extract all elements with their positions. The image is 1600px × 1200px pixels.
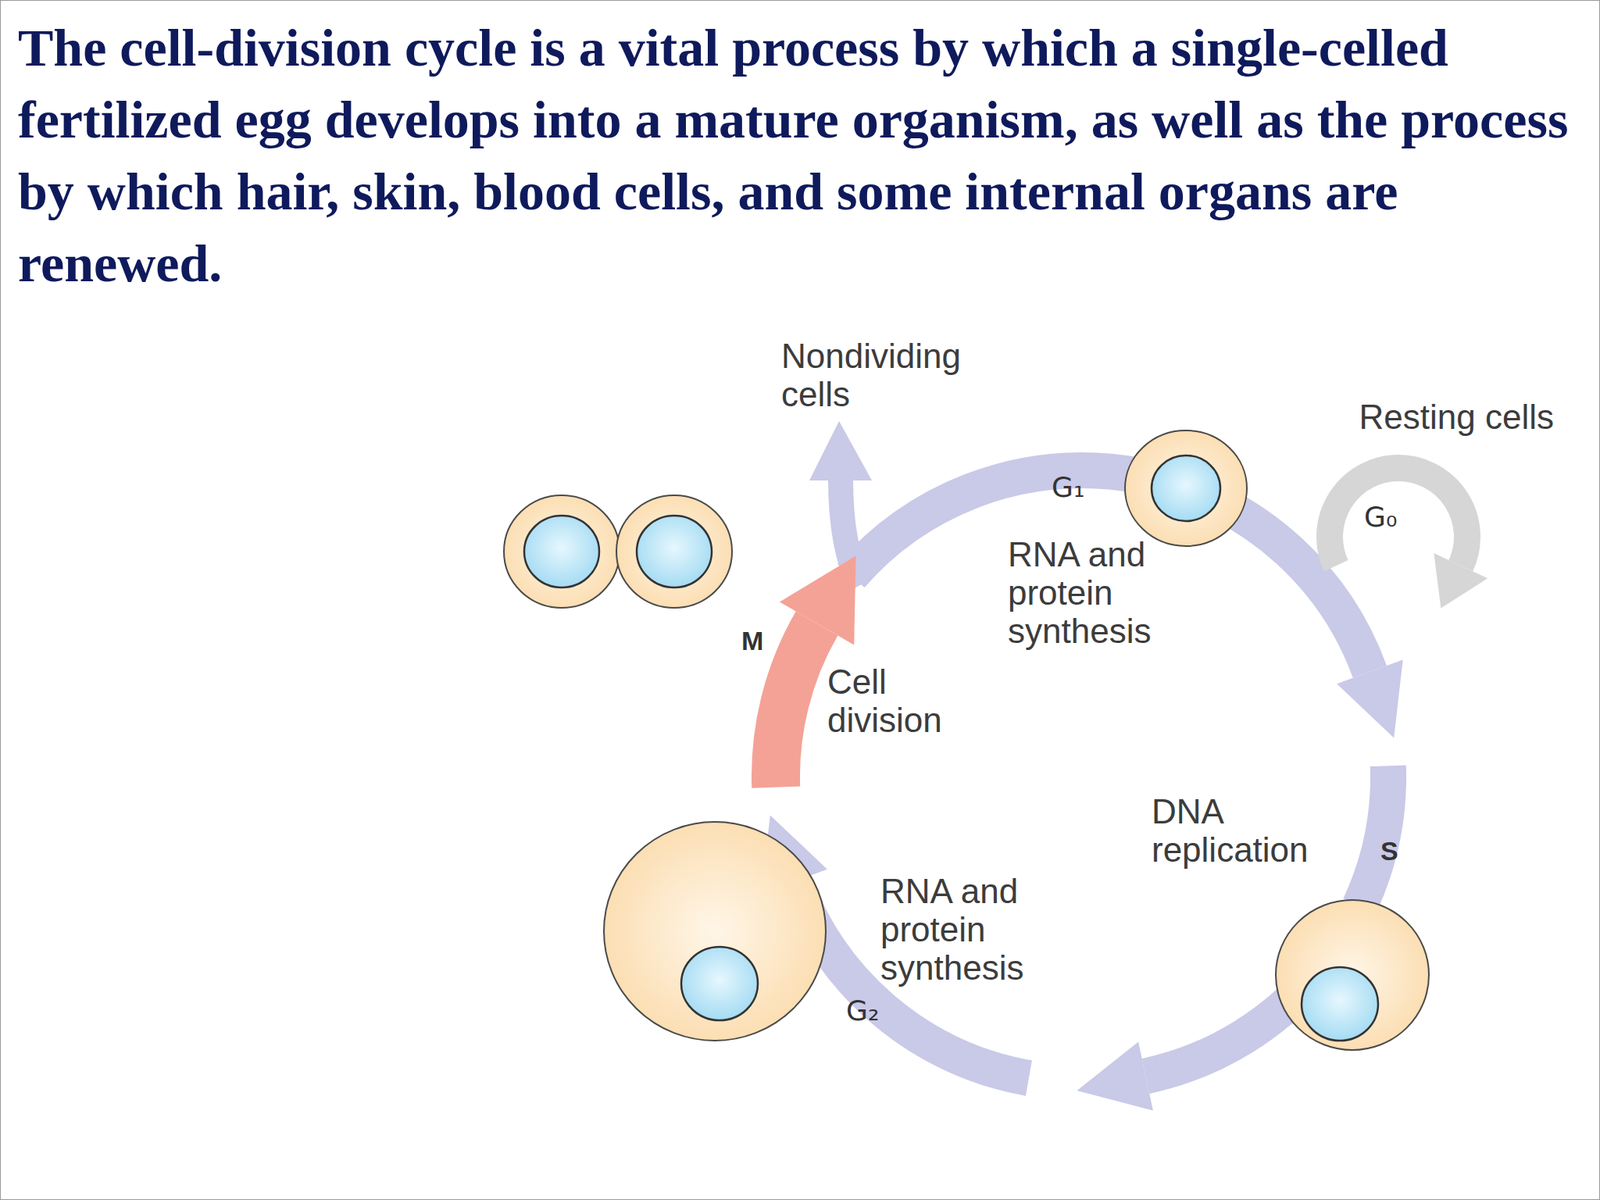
exit-arrow	[809, 421, 872, 586]
daughter-cell	[616, 495, 733, 608]
process-note: RNA and protein synthesis	[880, 871, 1049, 987]
g1-cell	[1125, 430, 1247, 547]
phase-name: M	[741, 621, 789, 661]
daughter-cell	[503, 495, 620, 608]
slide-title: The cell-division cycle is a vital proce…	[17, 11, 1581, 300]
phase-name: G₀	[1364, 497, 1435, 536]
cycle-arrow	[850, 470, 1404, 739]
process-note: RNA and protein synthesis	[1007, 535, 1176, 650]
process-note: Cell division	[827, 662, 984, 740]
s-phase-cell	[1275, 900, 1429, 1050]
cycle-band	[1359, 765, 1389, 906]
phase-name: S	[1380, 832, 1420, 871]
phase-name: G₁	[1051, 467, 1122, 507]
state-label: Resting cells	[1321, 397, 1554, 436]
g2-cell	[603, 821, 826, 1041]
phase-name: G₂	[846, 991, 917, 1030]
state-label: Nondividing cells	[781, 336, 1032, 414]
resting-loop-arrow	[1329, 467, 1488, 608]
process-note: DNA replication	[1151, 792, 1340, 869]
